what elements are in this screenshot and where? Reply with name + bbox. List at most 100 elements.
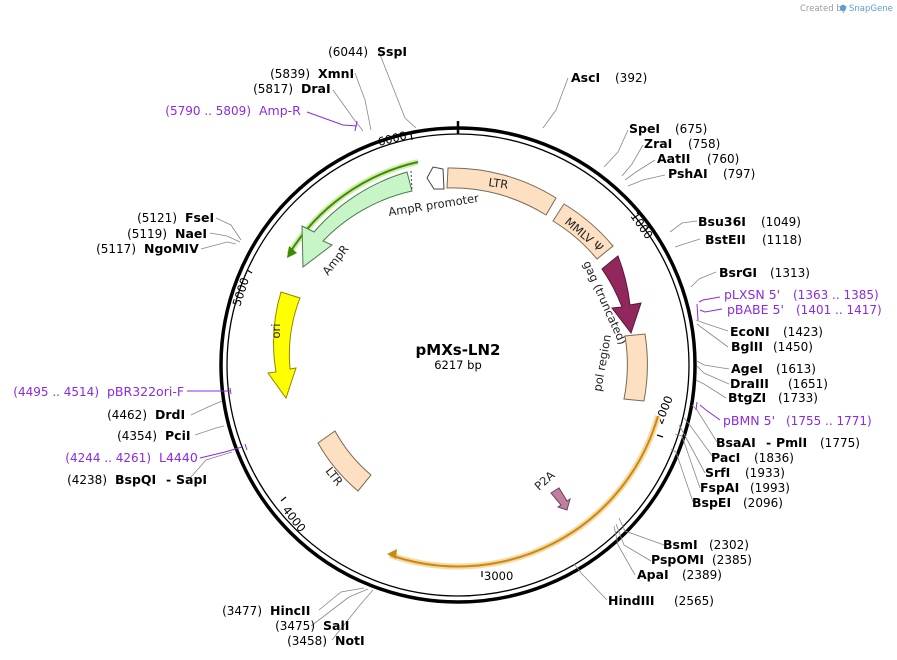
site-drai-label[interactable]: DraI [301,81,331,96]
site-bsaai-position: (1775) [820,436,860,450]
site-pshai-position: (797) [723,167,755,181]
feature-ampr-promoter-label: AmpR promoter [387,191,480,219]
plasmid-name: pMXs-LN2 [416,341,501,359]
plasmid-length: 6217 bp [434,358,482,372]
site-naei-position: (5119) [127,227,167,241]
site-fspai-label[interactable]: FspAI [700,480,739,495]
site-agei-label[interactable]: AgeI [731,361,763,376]
primer-pbr322-range: (4495 .. 4514) [13,385,99,399]
site-spei-position: (675) [675,122,707,136]
feature-ltr-bottom [317,430,372,492]
primer-l4440-label[interactable]: L4440 [159,450,198,465]
tick-label-4000: 4000 [280,503,309,535]
site-noti-position: (3458) [287,634,327,648]
site-xmni-label[interactable]: XmnI [318,66,354,81]
site-btgzi-label[interactable]: BtgZI [728,390,766,405]
site-fspai-position: (1993) [750,481,790,495]
site-sspi-label[interactable]: SspI [377,44,407,59]
site-sspi-position: (6044) [328,45,368,59]
site-drdi-label[interactable]: DrdI [155,407,185,422]
site-bspqi-label[interactable]: BspQI [115,472,156,487]
site-xmni-position: (5839) [270,67,310,81]
site-pshai-label[interactable]: PshAI [668,166,708,181]
primer-l4440-range: (4244 .. 4261) [65,451,151,465]
site-paci-label[interactable]: PacI [711,450,740,465]
snapgene-logo-icon [839,4,847,12]
site-hindiii-position: (2565) [674,594,714,608]
primer-ampr-range: (5790 .. 5809) [165,104,251,118]
site-draiii-label[interactable]: DraIII [730,376,769,391]
site-bglii-position: (1450) [773,340,813,354]
primer-leader-lines [187,111,723,459]
site-hindiii-label[interactable]: HindIII [608,593,655,608]
site-bsu36i-label[interactable]: Bsu36I [698,214,746,229]
site-bspqi-dash: - [166,472,171,487]
site-econi-position: (1423) [783,325,823,339]
site-srfi-position: (1933) [745,466,785,480]
site-bspqi-position: (4238) [67,473,107,487]
tick-label-3000: 3000 [484,569,513,583]
tick-label-6000: 6000 [376,128,408,149]
tick-marks [246,133,664,577]
site-zrai-position: (758) [688,137,720,151]
orf-green-arrowhead-icon [287,246,297,258]
feature-ltr-top [446,167,557,216]
tick-label-5000: 5000 [230,276,252,308]
feature-p2a-label: P2A [532,468,558,493]
feature-pol-region [623,333,648,402]
site-bsteii-label[interactable]: BstEII [705,232,746,247]
site-naei-label[interactable]: NaeI [175,226,207,241]
primer-plxsn-label[interactable]: pLXSN 5' [724,287,780,302]
site-sapi-label[interactable]: SapI [176,472,207,487]
site-spei-label[interactable]: SpeI [629,121,660,136]
feature-p2a-arrow [550,487,571,511]
site-apai-position: (2389) [682,568,722,582]
site-noti-label[interactable]: NotI [335,633,365,648]
primer-pbr322-label[interactable]: pBR322ori-F [107,384,184,399]
site-drdi-position: (4462) [107,408,147,422]
site-bsrgi-position: (1313) [770,266,810,280]
site-hincii-position: (3477) [222,604,262,618]
site-bsaai-label[interactable]: BsaAI [716,435,756,450]
site-bspei-label[interactable]: BspEI [692,495,731,510]
primer-pbmn-range: (1755 .. 1771) [786,414,872,428]
orf-orange-line [389,415,659,568]
site-srfi-label[interactable]: SrfI [705,465,730,480]
primer-plxsn-range: (1363 .. 1385) [793,288,879,302]
primer-pbabe-label[interactable]: pBABE 5' [727,302,784,317]
orf-green-line [288,161,419,255]
site-aatii-label[interactable]: AatII [657,151,690,166]
site-pmli-label[interactable]: PmlI [776,435,807,450]
primer-pbmn-label[interactable]: pBMN 5' [723,413,775,428]
site-sali-label[interactable]: SalI [323,618,349,633]
site-ngomiv-label[interactable]: NgoMIV [144,241,199,256]
site-bglii-label[interactable]: BglII [731,339,763,354]
site-asci-label[interactable]: AscI [571,70,600,85]
feature-ori-label: ori [269,324,283,339]
site-paci-position: (1836) [754,451,794,465]
site-pcii-label[interactable]: PciI [165,428,191,443]
site-apai-label[interactable]: ApaI [637,567,669,582]
site-bsmi-label[interactable]: BsmI [663,537,698,552]
site-pspomi-label[interactable]: PspOMI [651,552,704,567]
site-pcii-position: (4354) [117,429,157,443]
site-bsrgi-label[interactable]: BsrGI [719,265,757,280]
feature-ltr-top-label: LTR [488,175,510,192]
primer-ampr-label[interactable]: Amp-R [259,103,301,118]
site-bsaai-dash: - [766,435,771,450]
orf-orange-arrowhead-icon [387,549,397,559]
credit-text: Created by [800,4,847,14]
site-bsmi-position: (2302) [709,538,749,552]
site-econi-label[interactable]: EcoNI [730,324,770,339]
feature-ori-arrow [267,291,301,400]
credit-brand: SnapGene [849,4,893,14]
site-leader-lines [190,51,730,641]
site-bspei-position: (2096) [743,496,783,510]
site-ngomiv-position: (5117) [96,242,136,256]
site-fsei-label[interactable]: FseI [185,210,214,225]
ampr-promoter-divider [410,170,413,192]
site-hincii-label[interactable]: HincII [270,603,310,618]
site-aatii-position: (760) [707,152,739,166]
site-zrai-label[interactable]: ZraI [644,136,672,151]
